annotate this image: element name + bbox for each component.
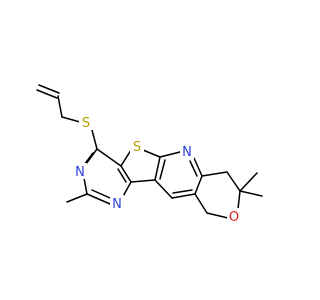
bond [83, 177, 88, 195]
bond [239, 172, 258, 192]
pyrimidine-nitrogen-lower-label: N [112, 197, 122, 212]
bond [120, 149, 132, 167]
pyran-oxygen-label: O [229, 210, 239, 225]
bond [117, 168, 127, 183]
label-background [79, 114, 93, 130]
bond [154, 179, 173, 199]
bond [91, 129, 98, 150]
thioether-sulfur-label: S [82, 116, 90, 131]
bond [237, 190, 241, 210]
bond [206, 212, 229, 219]
bond [171, 193, 196, 199]
bond [193, 157, 203, 177]
label-background [180, 143, 194, 159]
bond [96, 148, 122, 167]
pyridine-nitrogen-label: N [182, 145, 192, 160]
bond [120, 165, 132, 183]
bond [130, 179, 156, 183]
bond [194, 193, 208, 214]
label-background [110, 195, 124, 211]
bond [194, 175, 203, 195]
bond [36, 89, 58, 99]
label-background [130, 138, 144, 154]
label-background [227, 208, 241, 224]
bond [159, 151, 181, 158]
thiophene-sulfur-label: S [133, 140, 141, 155]
bond [61, 116, 81, 123]
bond [91, 189, 111, 199]
bonds [36, 84, 263, 219]
label-background [73, 163, 87, 179]
bond [239, 190, 263, 197]
bond [159, 159, 166, 180]
atom-labels: S S N N N O [73, 114, 241, 225]
bond [172, 189, 193, 194]
chemical-structure: S S N N N O [36, 84, 263, 225]
bond [154, 156, 161, 181]
bond [142, 149, 161, 158]
bond [189, 160, 198, 177]
bond [66, 193, 88, 203]
bond [226, 171, 241, 192]
bond [86, 193, 111, 205]
bond [57, 95, 63, 118]
bond [38, 84, 60, 94]
bond [85, 148, 98, 165]
bond [201, 171, 228, 177]
pyrimidine-nitrogen-upper-label: N [75, 165, 85, 180]
